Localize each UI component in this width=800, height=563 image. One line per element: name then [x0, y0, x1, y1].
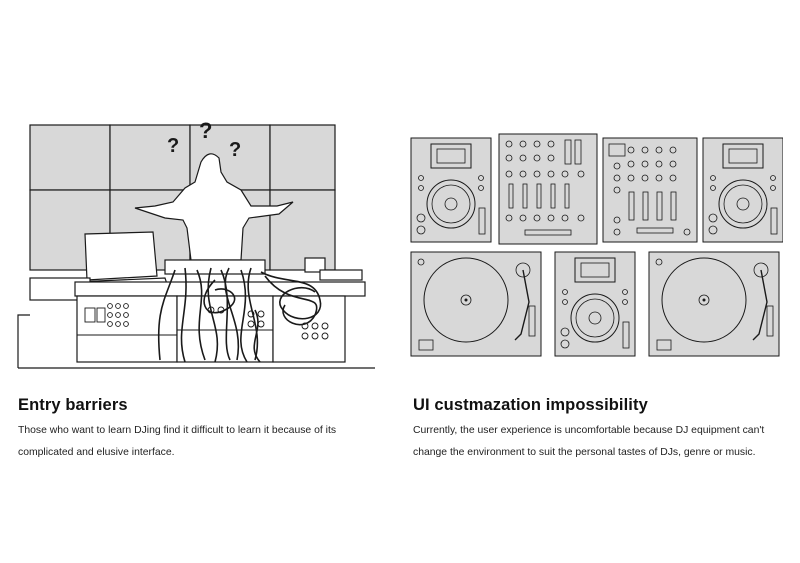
- ui-customization-heading: UI custmazation impossibility: [413, 396, 648, 414]
- cdj-player-left: [410, 137, 492, 243]
- mixer-right: [602, 137, 698, 243]
- ui-customization-description: Currently, the user experience is uncomf…: [413, 425, 765, 458]
- cdj-player-center: [554, 251, 636, 357]
- tangled-cables: [157, 267, 322, 363]
- cdj-player-right: [702, 137, 783, 243]
- dj-equipment-illustration: [410, 133, 783, 357]
- question-mark-icon: ?: [199, 118, 212, 143]
- entry-barriers-heading: Entry barriers: [18, 396, 128, 414]
- question-mark-icon: ?: [229, 139, 241, 161]
- acoustic-wall-panels: [29, 124, 336, 271]
- mixer-left: [498, 133, 598, 245]
- dj-desk: [29, 257, 366, 363]
- question-mark-icon: ?: [167, 135, 179, 157]
- turntable-left: [410, 251, 542, 357]
- confused-dj-illustration: ? ? ?: [17, 118, 375, 369]
- entry-barriers-description: Those who want to learn DJing find it di…: [18, 425, 337, 458]
- turntable-right: [648, 251, 780, 357]
